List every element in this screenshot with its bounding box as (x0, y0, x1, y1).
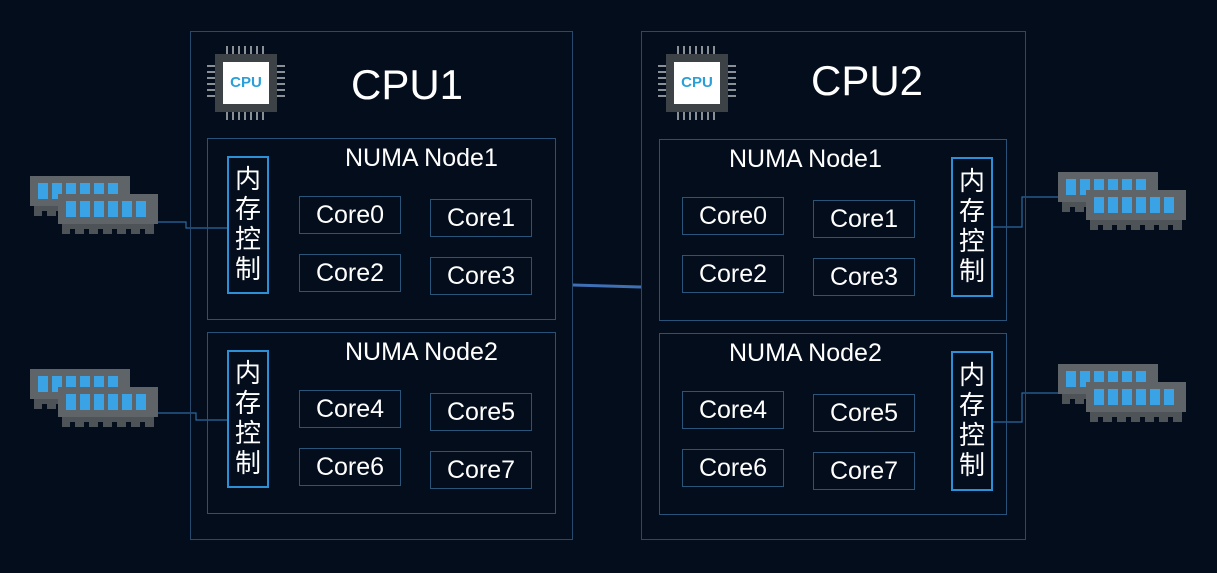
memory-controller: 内 存 控 制 (951, 157, 993, 297)
core-box: Core2 (299, 254, 401, 292)
memory-link-line (992, 196, 1058, 228)
cpu-interconnect-line (572, 283, 642, 289)
cpu-chip-icon: CPU (656, 44, 738, 122)
cpu-title: CPU1 (351, 61, 464, 108)
core-box: Core0 (299, 196, 401, 234)
core-box: Core7 (430, 451, 532, 489)
cpu-chip-label: CPU (230, 74, 262, 91)
numa-node-box (207, 332, 556, 514)
numa-node-box (659, 333, 1007, 515)
memory-module-icon (1058, 364, 1186, 423)
memory-module-icon (1058, 172, 1186, 231)
core-box: Core7 (813, 452, 915, 490)
core-box: Core3 (430, 257, 532, 295)
cpu-package-1 (190, 31, 573, 540)
core-box: Core3 (813, 258, 915, 296)
cpu-chip-label: CPU (681, 74, 713, 91)
numa-node-box (207, 138, 556, 320)
core-box: Core4 (299, 390, 401, 428)
numa-node-title: NUMA Node2 (729, 339, 882, 367)
core-box: Core2 (682, 255, 784, 293)
cpu-package-2 (641, 31, 1026, 540)
numa-node-title: NUMA Node2 (345, 338, 498, 366)
cpu-chip-icon: CPU (205, 44, 287, 122)
numa-node-title: NUMA Node1 (729, 145, 882, 173)
numa-node-box (659, 139, 1007, 321)
memory-module-icon (30, 369, 158, 428)
memory-controller: 内 存 控 制 (951, 351, 993, 491)
cpu-title: CPU2 (811, 57, 924, 104)
memory-controller: 内 存 控 制 (227, 350, 269, 488)
core-box: Core1 (430, 199, 532, 237)
numa-node-title: NUMA Node1 (345, 144, 498, 172)
core-box: Core1 (813, 200, 915, 238)
memory-link-line (992, 392, 1060, 423)
memory-link-line (158, 412, 228, 421)
memory-module-icon (30, 176, 158, 235)
core-box: Core4 (682, 391, 784, 429)
memory-controller: 内 存 控 制 (227, 156, 269, 294)
core-box: Core5 (430, 393, 532, 431)
core-box: Core0 (682, 197, 784, 235)
core-box: Core6 (682, 449, 784, 487)
core-box: Core5 (813, 394, 915, 432)
core-box: Core6 (299, 448, 401, 486)
